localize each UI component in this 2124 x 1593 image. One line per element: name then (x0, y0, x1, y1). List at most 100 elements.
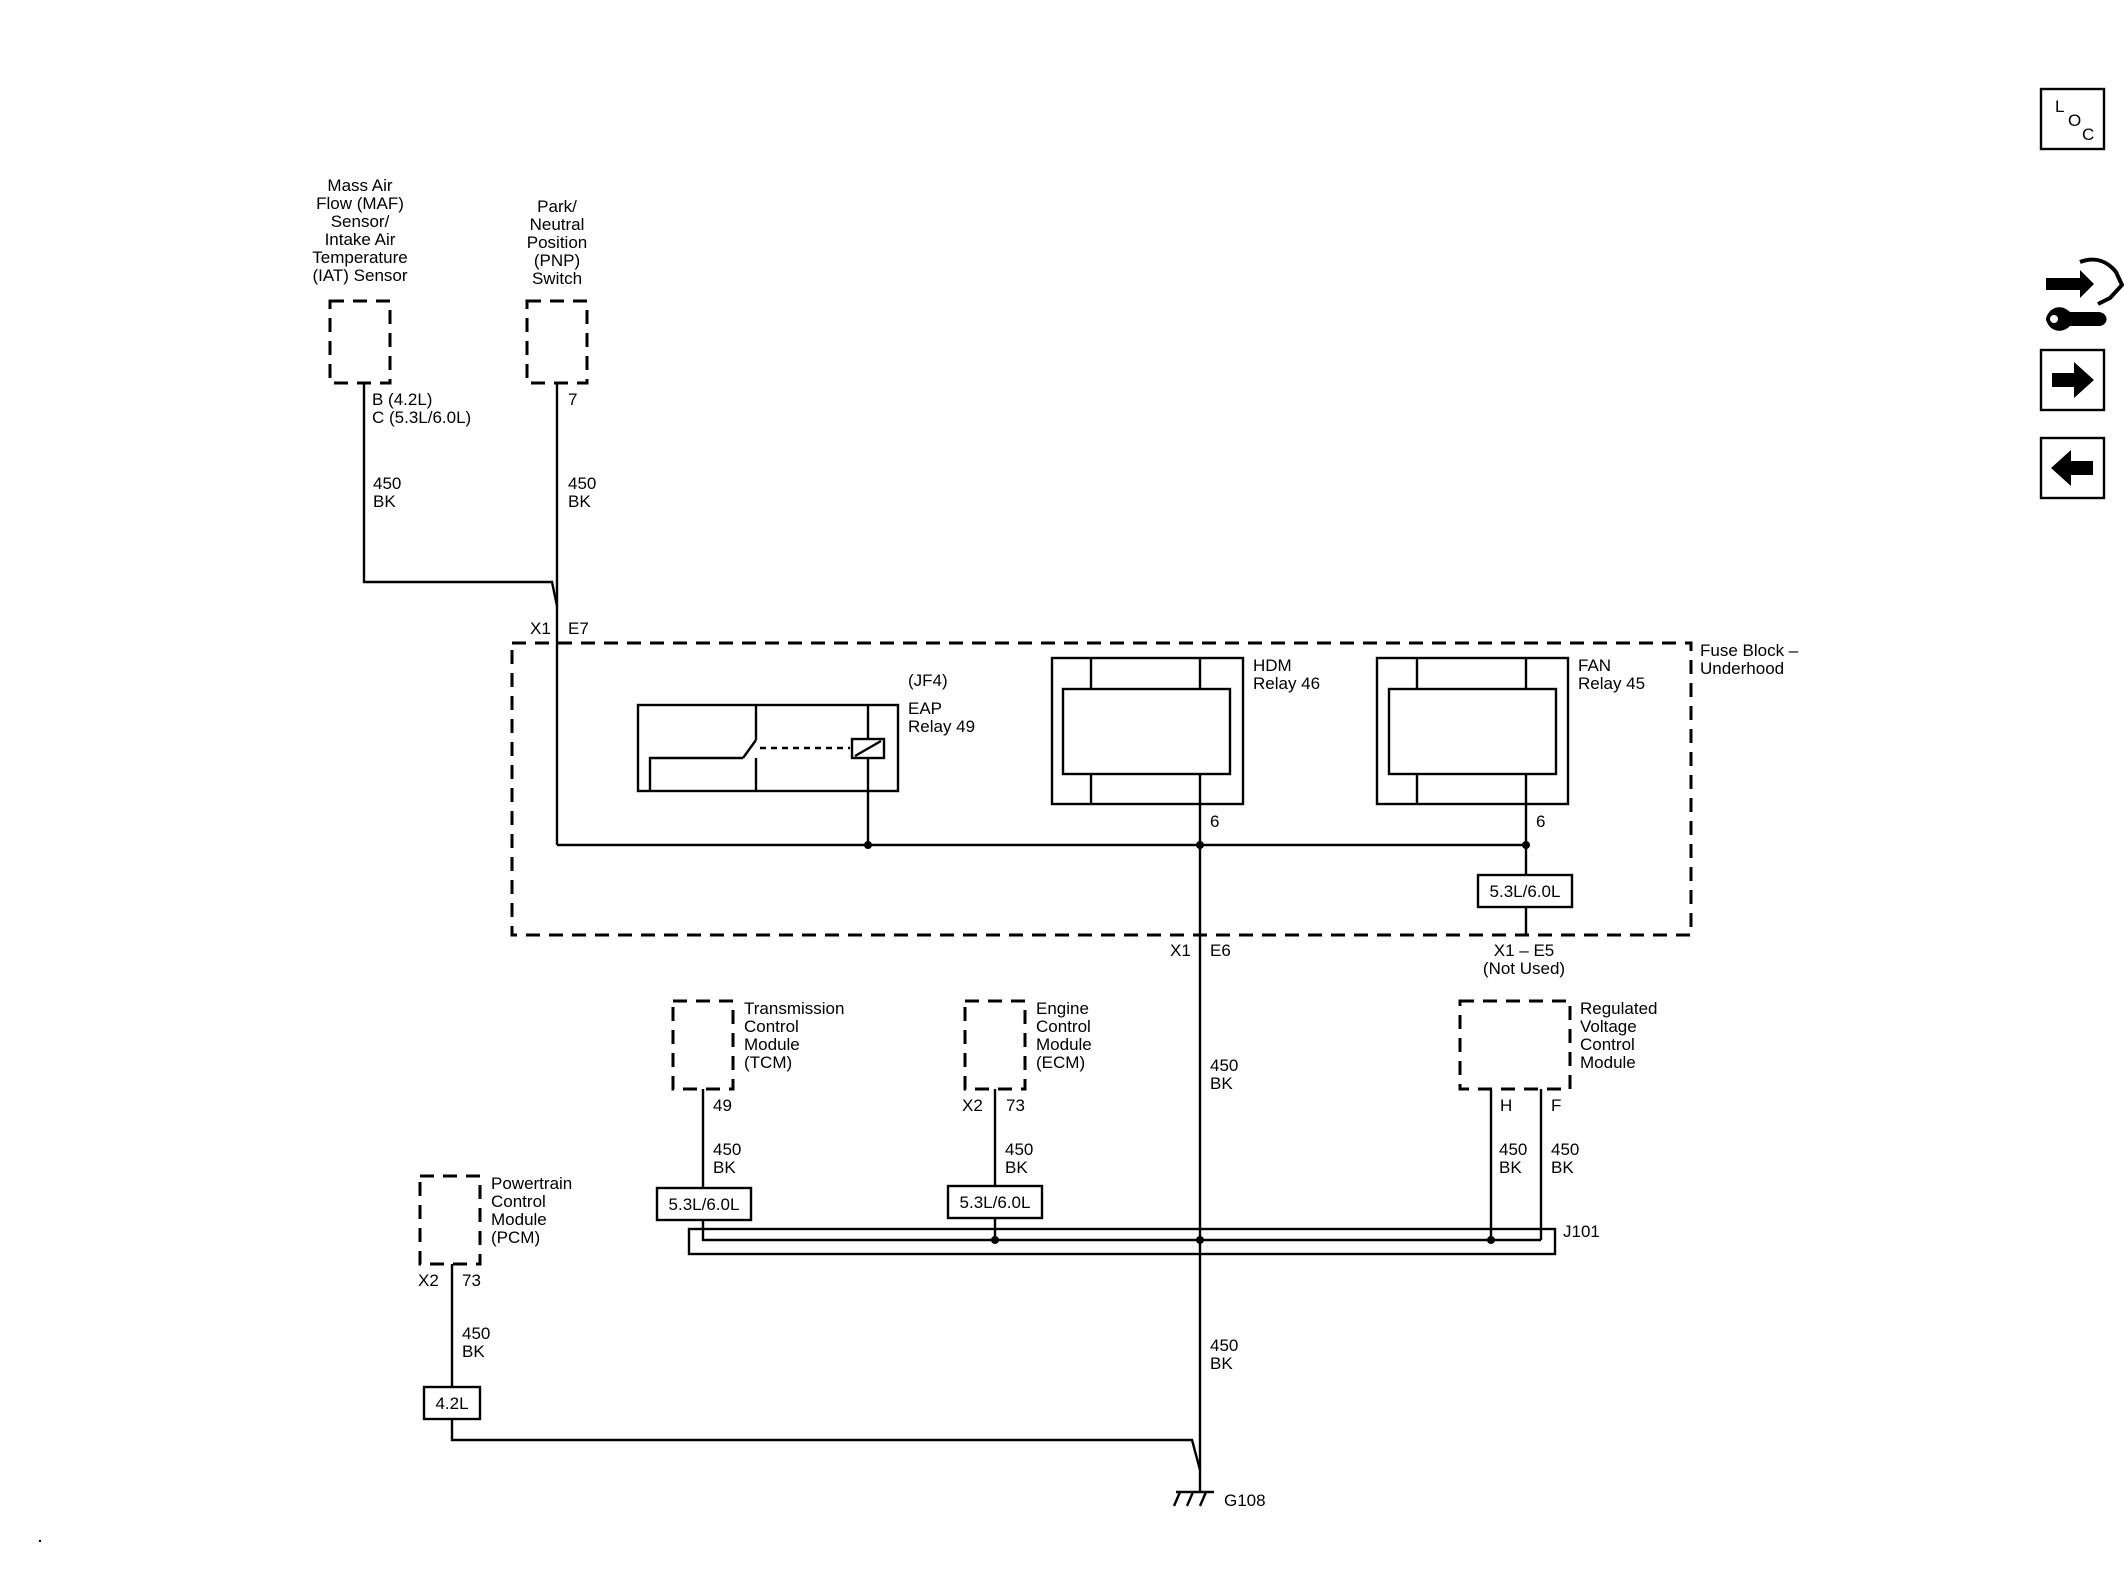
hdm-relay-46 (1050, 656, 1245, 806)
maf-label-line: Mass Air (327, 176, 393, 195)
tcm-option-label: 5.3L/6.0L (669, 1195, 740, 1214)
trunk-upper-color: BK (1210, 1074, 1233, 1093)
tcm-pin-label: 49 (713, 1096, 732, 1115)
maf-wire (362, 383, 559, 607)
maf-label-line: Sensor/ (331, 212, 390, 231)
rvc-label-line: Voltage (1580, 1017, 1637, 1036)
fuse-block-label: Underhood (1700, 659, 1784, 678)
ecm-label-line: Module (1036, 1035, 1092, 1054)
eap-relay-label: EAP (908, 699, 942, 718)
fan-relay-label: FAN (1578, 656, 1611, 675)
eap-relay-coil-diagonal (854, 739, 882, 758)
maf-pin-label: C (5.3L/6.0L) (372, 408, 471, 427)
pcm-label-line: Module (491, 1210, 547, 1229)
tcm-label-line: (TCM) (744, 1053, 792, 1072)
pnp-wire-circuit: 450 (568, 474, 596, 493)
trunk-lower-circuit: 450 (1210, 1336, 1238, 1355)
ecm-label-line: Engine (1036, 999, 1089, 1018)
maf-pin-label: B (4.2L) (372, 390, 432, 409)
tcm-wire-circuit: 450 (713, 1140, 741, 1159)
maf-label-line: Intake Air (325, 230, 396, 249)
pcm-ground-wire (450, 1419, 1202, 1471)
fan-relay-45 (1375, 656, 1570, 806)
x1-e6-connector: X1 (1170, 941, 1191, 960)
pcm-connector-label: X2 (418, 1271, 439, 1290)
fan-relay-label: Relay 45 (1578, 674, 1645, 693)
tcm-label-line: Transmission (744, 999, 844, 1018)
fuse-block-label: Fuse Block – (1700, 641, 1799, 660)
trunk-lower-color: BK (1210, 1354, 1233, 1373)
fan-relay-pin-label: 6 (1536, 812, 1545, 831)
ground-symbol (1172, 1490, 1214, 1507)
pnp-wire-color: BK (568, 492, 591, 511)
rvc-label-line: Control (1580, 1035, 1635, 1054)
j101-splice-pack (687, 1227, 1557, 1256)
ecm-label-line: Control (1036, 1017, 1091, 1036)
tcm-label-line: Control (744, 1017, 799, 1036)
maf-wire-color: BK (373, 492, 396, 511)
rvc-f-wire-color: BK (1551, 1158, 1574, 1177)
ecm-label-line: (ECM) (1036, 1053, 1085, 1072)
hdm-relay-label: HDM (1253, 656, 1292, 675)
hdm-relay-pin-label: 6 (1210, 812, 1219, 831)
splice-dots (864, 841, 1530, 1244)
maf-iat-sensor-label: Mass Air Flow (MAF) Sensor/ Intake Air T… (312, 176, 408, 285)
eap-relay-label: (JF4) (908, 671, 948, 690)
pcm-label-line: Powertrain (491, 1174, 572, 1193)
pnp-pin-label: 7 (568, 390, 577, 409)
next-page-button[interactable] (2039, 348, 2106, 412)
eap-relay-frame (636, 703, 900, 793)
rvc-module-box (1458, 999, 1572, 1091)
loc-letter-o: O (2068, 111, 2081, 130)
location-button[interactable]: L O C (2039, 87, 2106, 151)
j101-label: J101 (1563, 1222, 1600, 1241)
tcm-box (671, 999, 735, 1091)
ecm-connector-label: X2 (962, 1096, 983, 1115)
pcm-option-label-box (422, 1385, 482, 1421)
rvc-label-line: Regulated (1580, 999, 1658, 1018)
x1-e5-connector: X1 – E5 (1494, 941, 1555, 960)
x1-e5-note: (Not Used) (1483, 959, 1565, 978)
previous-page-button[interactable] (2039, 436, 2106, 500)
rvc-pin-h: H (1500, 1096, 1512, 1115)
loc-letter-l: L (2055, 97, 2064, 116)
ecm-wire-color: BK (1005, 1158, 1028, 1177)
pcm-wire-circuit: 450 (462, 1324, 490, 1343)
fan-option-label: 5.3L/6.0L (1490, 882, 1561, 901)
j101-splice-bus (701, 1220, 1541, 1242)
trunk-upper-circuit: 450 (1210, 1056, 1238, 1075)
eap-relay-switch-blade (742, 739, 757, 759)
x1-e7-connector: X1 (530, 619, 551, 638)
hdm-relay-inner (1061, 687, 1232, 776)
ecm-box (963, 999, 1027, 1091)
x1-e6-pin: E6 (1210, 941, 1231, 960)
pcm-option-label: 4.2L (435, 1394, 468, 1413)
pnp-label-line: Park/ (537, 197, 577, 216)
rvc-pin-f: F (1551, 1096, 1561, 1115)
pnp-label-line: Switch (532, 269, 582, 288)
maf-label-line: Temperature (312, 248, 407, 267)
pcm-label-line: Control (491, 1192, 546, 1211)
pcm-pin-label: 73 (462, 1271, 481, 1290)
eap-relay-49 (636, 703, 900, 845)
ecm-pin-label: 73 (1006, 1096, 1025, 1115)
rvc-label-line: Module (1580, 1053, 1636, 1072)
maf-wire-circuit: 450 (373, 474, 401, 493)
fan-relay-inner (1387, 687, 1558, 776)
pcm-label-line: (PCM) (491, 1228, 540, 1247)
tcm-option-label-box (655, 1186, 753, 1222)
fan-option-label-box (1476, 873, 1574, 909)
rvc-f-wire-circuit: 450 (1551, 1140, 1579, 1159)
pnp-label-line: Neutral (530, 215, 585, 234)
arrow-right-icon (2052, 362, 2094, 398)
ground-label: G108 (1224, 1491, 1266, 1510)
loc-letter-c: C (2082, 125, 2094, 144)
scan-speck (38, 1539, 42, 1543)
eap-relay-switch-left (648, 756, 743, 791)
connector-view-icon[interactable] (2046, 257, 2124, 331)
pnp-switch-box (525, 299, 589, 385)
rvc-h-wire-color: BK (1499, 1158, 1522, 1177)
maf-label-line: (IAT) Sensor (312, 266, 407, 285)
fan-relay-outer (1375, 656, 1570, 806)
